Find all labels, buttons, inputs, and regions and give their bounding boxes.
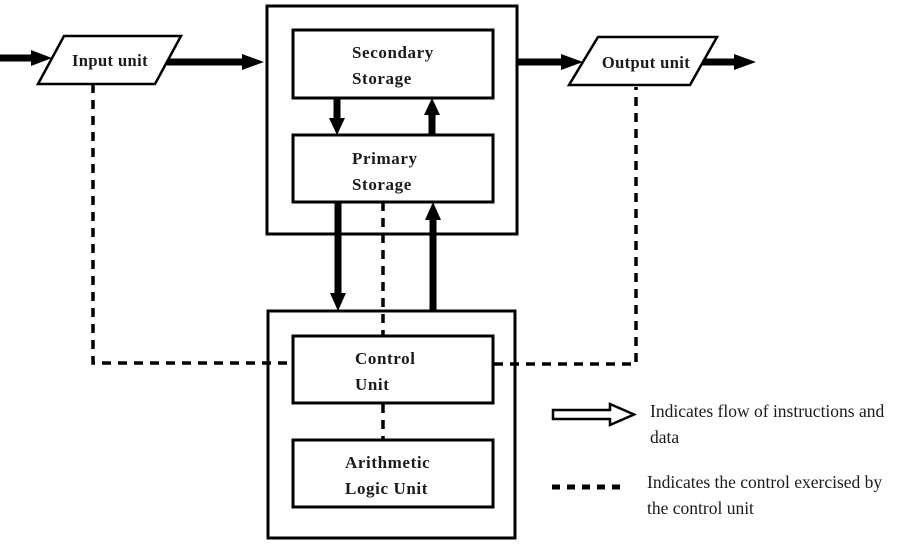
alu-label-line2: Logic Unit [345, 479, 428, 498]
primary-storage-label-line2: Storage [352, 175, 412, 194]
control-unit-box [291, 334, 495, 405]
flow-arrow-secondary-to-primary [329, 97, 345, 135]
primary-storage-box [291, 133, 495, 204]
alu-box [291, 438, 495, 509]
flow-arrow-external-to-input [0, 50, 52, 66]
control-unit-label-line2: Unit [355, 375, 390, 394]
control-unit-label-line1: Control [355, 349, 416, 368]
memory-unit-box [265, 4, 519, 236]
flow-arrow-memory-to-cpu [330, 201, 346, 311]
control-line-output-unit [494, 87, 638, 366]
legend-flow-text-line2: data [650, 427, 679, 447]
output-unit-shape [566, 35, 720, 87]
legend-control-text-line1: Indicates the control exercised by [647, 472, 882, 492]
secondary-storage-label-line2: Storage [352, 69, 412, 88]
output-unit-label: Output unit [602, 53, 690, 72]
primary-storage-label-line1: Primary [352, 149, 418, 168]
alu-label-line1: Arithmetic [345, 453, 430, 472]
legend-control-text-line2: the control unit [647, 498, 754, 518]
hollow-arrow-icon [551, 402, 638, 427]
input-unit-shape [35, 34, 184, 86]
legend: Indicates flow of instructions and data … [551, 401, 885, 518]
flow-arrow-output-to-external [701, 54, 756, 70]
secondary-storage-label-line1: Secondary [352, 43, 434, 62]
flow-arrow-memory-to-output [517, 54, 583, 70]
flow-arrow-primary-to-secondary [424, 98, 440, 136]
flow-arrow-input-to-memory [167, 54, 264, 70]
secondary-storage-box [291, 28, 495, 100]
legend-flow-text-line1: Indicates flow of instructions and [650, 401, 885, 421]
input-unit-label: Input unit [72, 51, 148, 70]
flow-arrow-cpu-to-memory [425, 202, 441, 312]
control-line-input-unit [91, 84, 292, 365]
cpu-unit-box [266, 309, 517, 540]
